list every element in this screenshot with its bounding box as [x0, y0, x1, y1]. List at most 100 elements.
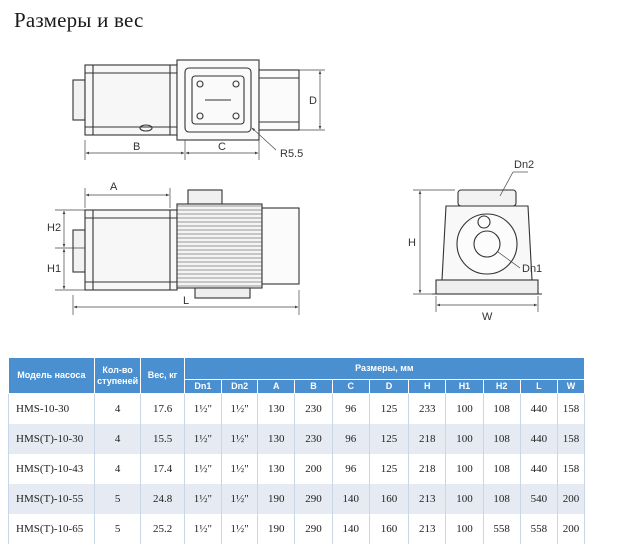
cell-dimension: 1½"	[220, 393, 259, 424]
cell-dimension: 108	[482, 424, 521, 454]
specifications-table: Модель насоса Кол-во ступеней Вес, кг Ра…	[8, 357, 586, 544]
header-model: Модель насоса	[8, 357, 95, 394]
cell-weight: 17.6	[140, 393, 185, 424]
cell-dimension: 1½"	[220, 454, 259, 484]
dim-label-H2: H2	[47, 222, 61, 234]
top-view-drawing	[72, 59, 325, 160]
cell-model: HMS(T)-10-43	[8, 454, 95, 484]
cell-dimension: 158	[557, 454, 585, 484]
header-stages: Кол-во ступеней	[93, 357, 142, 394]
cell-dimension: 1½"	[183, 514, 223, 544]
dim-label-H1: H1	[47, 263, 61, 275]
cell-dimension: 108	[482, 454, 521, 484]
cell-stages: 5	[93, 484, 142, 514]
cell-dimension: 125	[368, 393, 410, 424]
dim-label-H: H	[408, 237, 416, 249]
cell-dimension: 1½"	[183, 484, 223, 514]
cell-dimension: 100	[445, 424, 484, 454]
dim-label-C: C	[218, 141, 226, 153]
dim-label-D: D	[309, 95, 317, 107]
dim-label-B: B	[133, 141, 140, 153]
cell-dimension: 100	[445, 454, 484, 484]
front-view-drawing	[413, 171, 542, 312]
header-b: B	[294, 379, 333, 394]
cell-stages: 4	[93, 393, 142, 424]
cell-dimension: 100	[445, 514, 484, 544]
header-w: W	[557, 379, 585, 394]
header-c: C	[331, 379, 370, 394]
cell-dimension: 100	[445, 393, 484, 424]
dim-label-R: R5.5	[280, 148, 303, 160]
header-weight: Вес, кг	[140, 357, 185, 394]
cell-model: HMS(T)-10-30	[8, 424, 95, 454]
cell-stages: 4	[93, 454, 142, 484]
cell-weight: 24.8	[140, 484, 185, 514]
cell-dimension: 1½"	[183, 454, 223, 484]
cell-weight: 17.4	[140, 454, 185, 484]
cell-dimension: 440	[519, 454, 559, 484]
cell-dimension: 213	[408, 514, 447, 544]
cell-dimension: 140	[331, 514, 370, 544]
cell-dimension: 290	[294, 514, 333, 544]
dim-label-Dn2: Dn2	[514, 159, 534, 171]
cell-dimension: 1½"	[220, 514, 259, 544]
cell-weight: 25.2	[140, 514, 185, 544]
cell-stages: 4	[93, 424, 142, 454]
cell-dimension: 1½"	[220, 424, 259, 454]
cell-dimension: 140	[331, 484, 370, 514]
cell-dimension: 130	[257, 393, 296, 424]
dim-label-W: W	[482, 311, 493, 323]
cell-dimension: 160	[368, 484, 410, 514]
cell-dimension: 160	[368, 514, 410, 544]
cell-dimension: 558	[519, 514, 559, 544]
header-h: H	[408, 379, 447, 394]
header-h1: H1	[445, 379, 484, 394]
cell-dimension: 96	[331, 424, 370, 454]
cell-model: HMS(T)-10-65	[8, 514, 95, 544]
cell-dimension: 233	[408, 393, 447, 424]
cell-stages: 5	[93, 514, 142, 544]
cell-dimension: 125	[368, 454, 410, 484]
cell-dimension: 213	[408, 484, 447, 514]
technical-drawings: B C D R5.5 A H2 H1 L	[47, 59, 542, 323]
cell-model: HMS-10-30	[8, 393, 95, 424]
cell-dimension: 1½"	[220, 484, 259, 514]
dim-label-A: A	[110, 181, 118, 193]
header-d: D	[368, 379, 410, 394]
dim-label-L: L	[183, 295, 189, 307]
page-title: Размеры и вес	[14, 8, 144, 32]
cell-dimension: 96	[331, 454, 370, 484]
cell-dimension: 440	[519, 393, 559, 424]
cell-dimension: 1½"	[183, 424, 223, 454]
header-dimensions-group: Размеры, мм	[183, 357, 586, 380]
cell-dimension: 218	[408, 454, 447, 484]
cell-dimension: 190	[257, 514, 296, 544]
cell-dimension: 130	[257, 454, 296, 484]
header-a: A	[257, 379, 296, 394]
cell-dimension: 540	[519, 484, 559, 514]
cell-dimension: 158	[557, 424, 585, 454]
cell-model: HMS(T)-10-55	[8, 484, 95, 514]
cell-dimension: 558	[482, 514, 521, 544]
cell-dimension: 96	[331, 393, 370, 424]
cell-dimension: 200	[557, 514, 585, 544]
cell-dimension: 440	[519, 424, 559, 454]
cell-dimension: 230	[294, 424, 333, 454]
side-view-drawing	[55, 188, 300, 315]
cell-dimension: 290	[294, 484, 333, 514]
cell-dimension: 125	[368, 424, 410, 454]
header-dn2: Dn2	[220, 379, 259, 394]
cell-weight: 15.5	[140, 424, 185, 454]
cell-dimension: 218	[408, 424, 447, 454]
cell-dimension: 108	[482, 393, 521, 424]
header-l: L	[519, 379, 559, 394]
cell-dimension: 1½"	[183, 393, 223, 424]
dim-label-Dn1: Dn1	[522, 263, 542, 275]
cell-dimension: 108	[482, 484, 521, 514]
cell-dimension: 158	[557, 393, 585, 424]
